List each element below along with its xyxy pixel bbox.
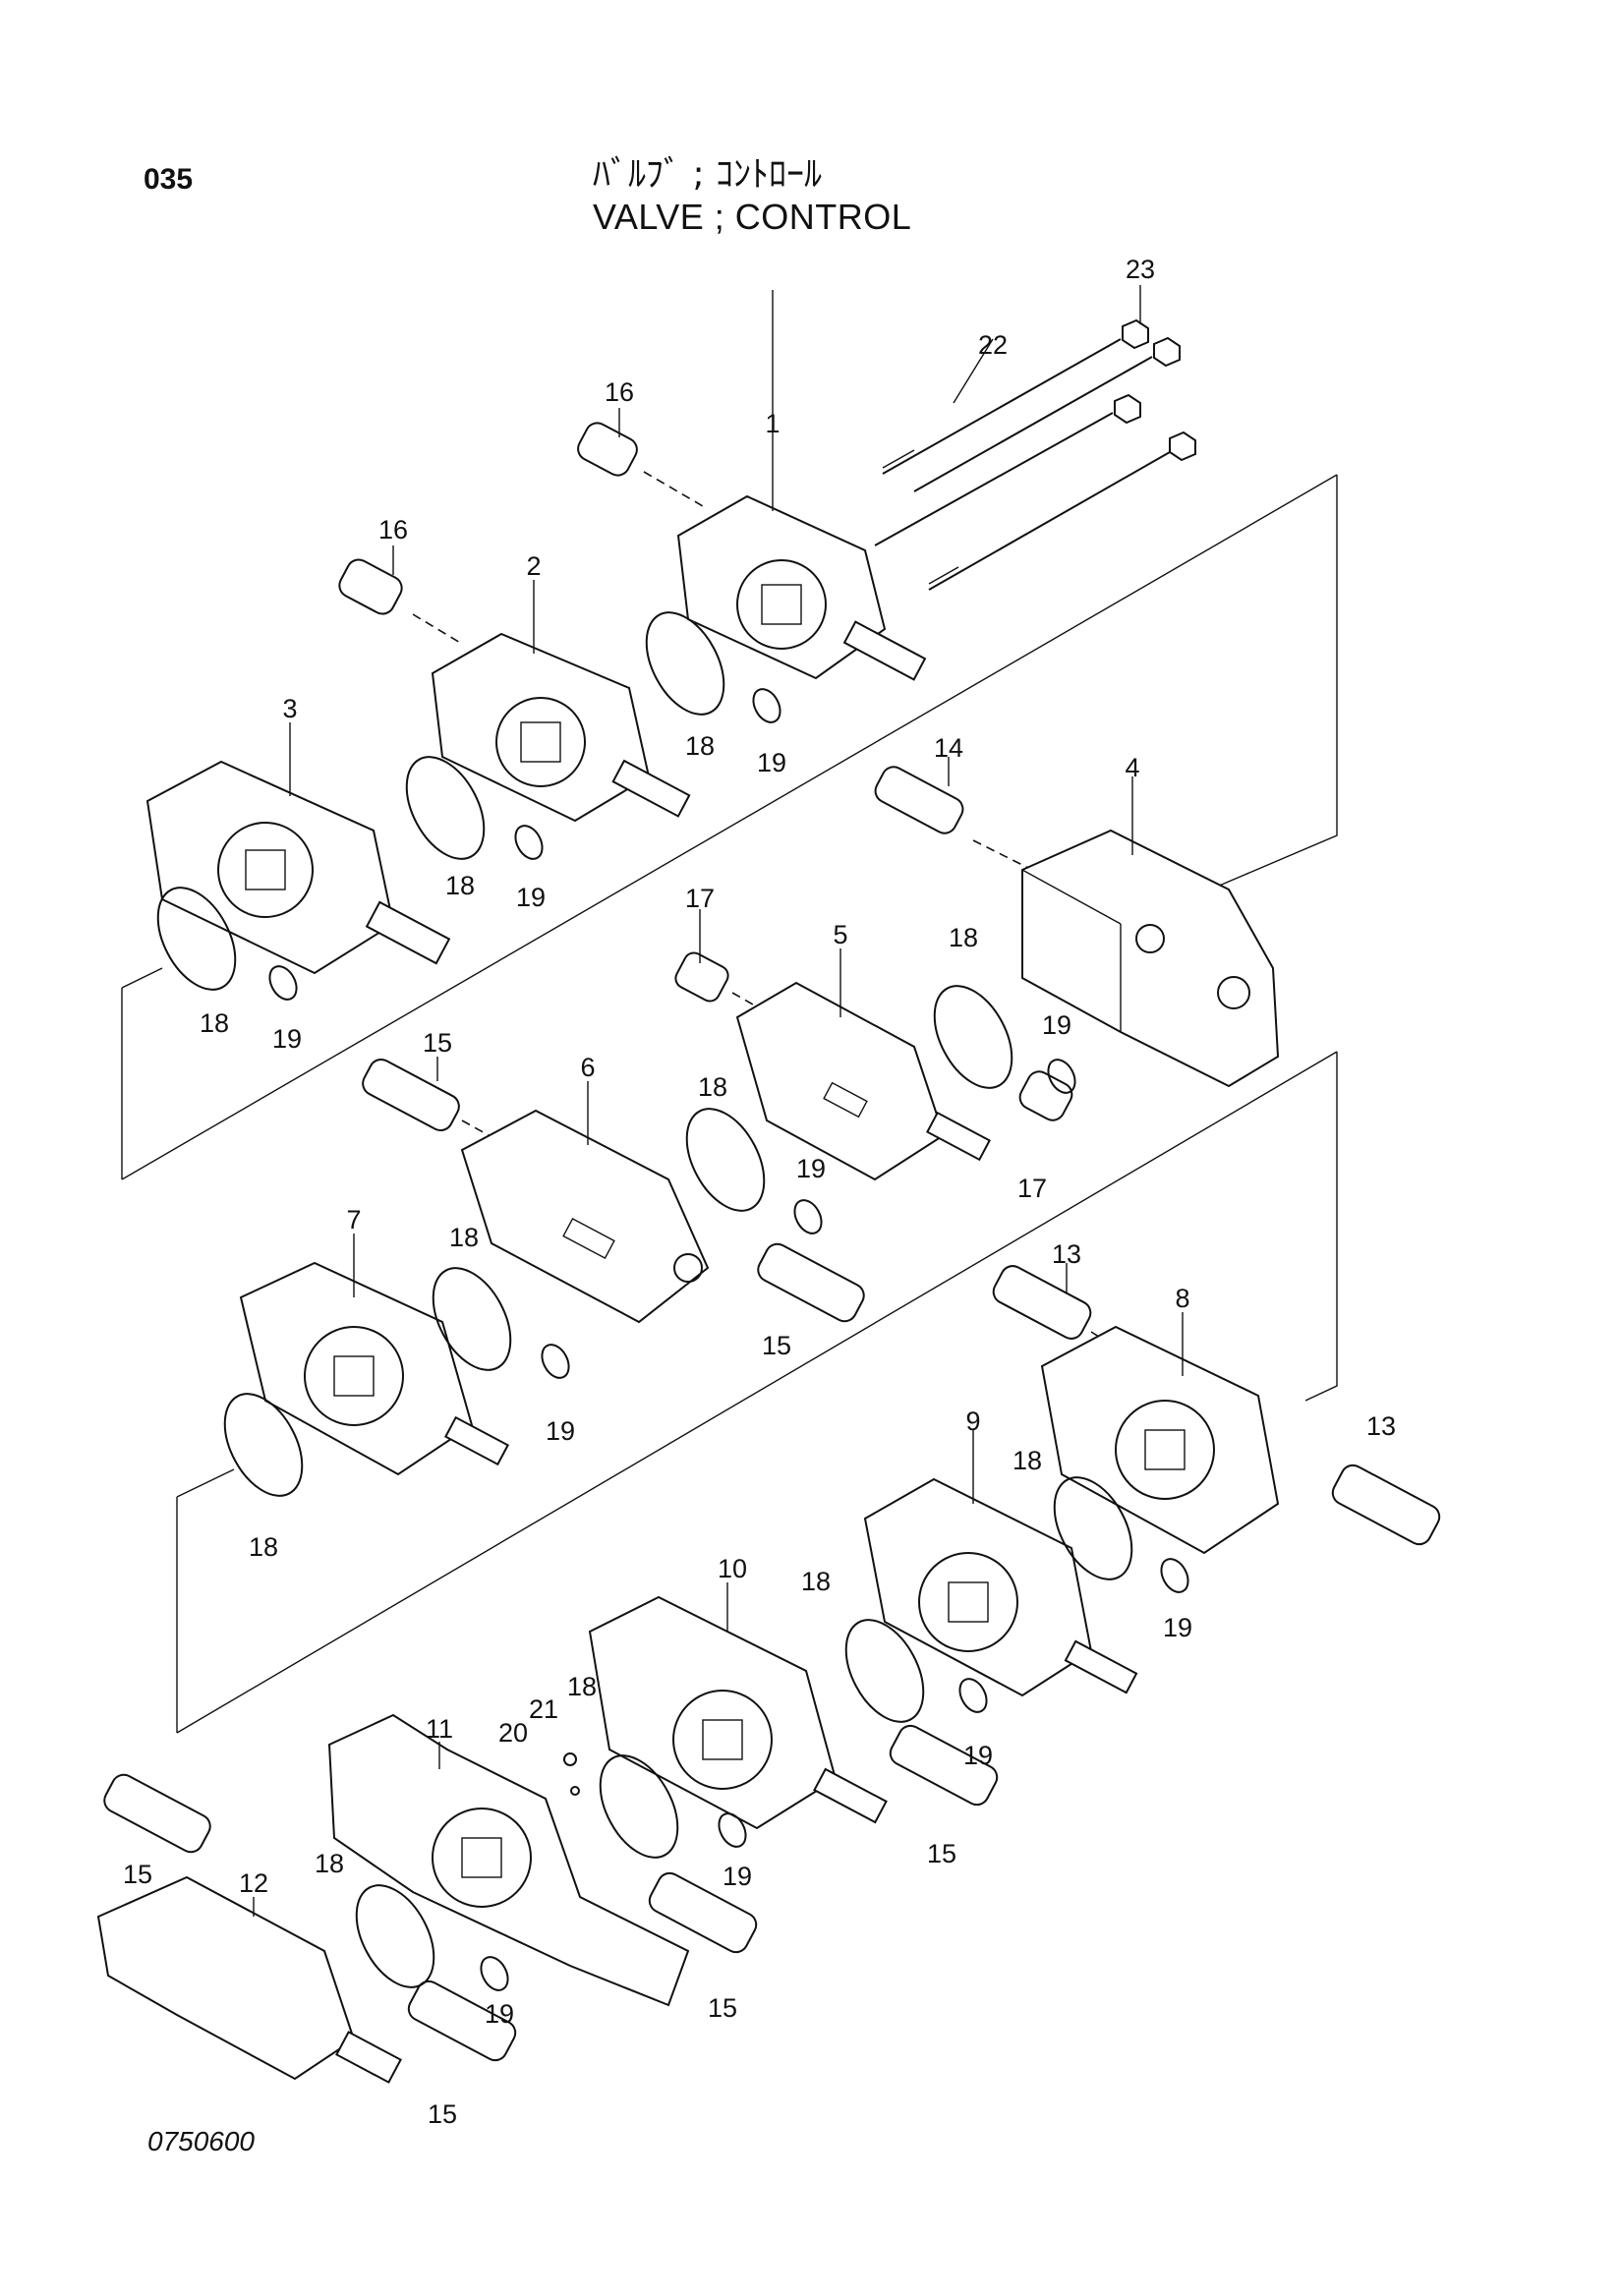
valve-section-2	[431, 632, 691, 823]
callout-16-second: 16	[378, 515, 408, 545]
callout-19-g: 19	[1163, 1613, 1192, 1642]
valve-section-11	[327, 1713, 690, 2007]
o-rings-19	[268, 688, 1189, 1991]
figure-code: 0750600	[147, 2126, 256, 2156]
callout-19-j: 19	[485, 1999, 514, 2029]
callout-18-g: 18	[249, 1532, 278, 1562]
callout-18-k: 18	[315, 1849, 344, 1878]
callout-13-right: 13	[1366, 1411, 1396, 1441]
valve-section-3	[145, 760, 451, 975]
o-rings-18	[156, 611, 1133, 1988]
callout-23: 23	[1126, 255, 1155, 284]
plug-17-top	[674, 951, 768, 1013]
callout-15-lower-right: 15	[927, 1839, 956, 1868]
callout-21: 21	[529, 1694, 558, 1724]
valve-section-4	[1021, 829, 1280, 1088]
callout-18-a: 18	[685, 731, 715, 761]
callout-18-b: 18	[445, 871, 475, 900]
callout-2: 2	[526, 551, 541, 581]
assembly-frame-lines	[121, 474, 1338, 1734]
callout-18-h: 18	[1012, 1446, 1042, 1475]
title-japanese: ﾊﾞﾙﾌﾞ ; ｺﾝﾄﾛｰﾙ	[593, 154, 823, 195]
callout-19-a: 19	[757, 748, 786, 777]
callout-14: 14	[934, 733, 963, 763]
tie-bolts	[874, 338, 1171, 591]
callout-18-f: 18	[449, 1223, 479, 1252]
leader-lines	[253, 285, 1184, 1917]
valve-section-12	[96, 1875, 402, 2084]
callout-20: 20	[498, 1718, 528, 1748]
callout-12: 12	[239, 1868, 268, 1898]
callout-18-e: 18	[698, 1072, 727, 1102]
callout-5: 5	[833, 920, 847, 949]
callout-labels: 1 2 3 4 5 6 7 8 9 10 11 12 13 13 14 15 1…	[123, 255, 1396, 2129]
relief-valve-15-left	[362, 1058, 507, 1146]
callout-15-mid: 15	[762, 1331, 791, 1360]
callout-15-lower-mid: 15	[708, 1993, 737, 2023]
callout-19-e: 19	[796, 1154, 826, 1183]
callout-19-c: 19	[272, 1024, 302, 1054]
callout-16-top: 16	[605, 377, 634, 407]
callout-7: 7	[346, 1205, 361, 1234]
callout-11: 11	[426, 1714, 453, 1744]
plug-17-right	[1018, 1070, 1073, 1121]
callout-3: 3	[282, 694, 297, 723]
callout-10: 10	[718, 1554, 747, 1583]
page-number: 035	[144, 163, 194, 196]
valve-section-7	[239, 1261, 510, 1476]
relief-valve-15-mid	[757, 1242, 865, 1323]
callout-19-d: 19	[1042, 1010, 1071, 1040]
callout-19-i: 19	[723, 1862, 752, 1891]
callout-19-h: 19	[963, 1741, 993, 1770]
valve-section-10	[588, 1595, 888, 1830]
callout-15-bottom: 15	[428, 2099, 457, 2129]
callout-18-c: 18	[200, 1008, 229, 1038]
callout-8: 8	[1175, 1284, 1189, 1313]
relief-valve-15-lower	[103, 1724, 999, 2062]
title-english: VALVE ; CONTROL	[593, 197, 912, 237]
valve-section-8	[1040, 1325, 1280, 1555]
valve-section-5	[735, 981, 992, 1181]
callout-4: 4	[1125, 753, 1139, 782]
callout-17-right: 17	[1017, 1174, 1047, 1203]
callout-19-b: 19	[516, 883, 546, 912]
callout-17-top: 17	[685, 884, 715, 913]
callout-6: 6	[580, 1053, 595, 1082]
callout-13-upper: 13	[1052, 1239, 1081, 1269]
relief-valve-14	[874, 766, 1033, 871]
callout-1: 1	[765, 409, 780, 438]
valve-section-6	[460, 1109, 710, 1324]
callout-15-left: 15	[423, 1028, 452, 1058]
hex-nuts	[1114, 318, 1196, 462]
valve-section-9	[863, 1477, 1138, 1697]
callout-18-i: 18	[801, 1567, 831, 1596]
callout-19-f: 19	[546, 1416, 575, 1446]
callout-22: 22	[978, 330, 1008, 360]
callout-9: 9	[965, 1406, 980, 1436]
callout-15-lower-left: 15	[123, 1860, 152, 1889]
relief-valve-13-right	[1331, 1464, 1441, 1546]
callout-18-j: 18	[567, 1672, 597, 1701]
relief-valve-16-second	[338, 558, 463, 645]
callout-18-d: 18	[949, 923, 978, 952]
relief-valve-16-top	[577, 422, 704, 507]
